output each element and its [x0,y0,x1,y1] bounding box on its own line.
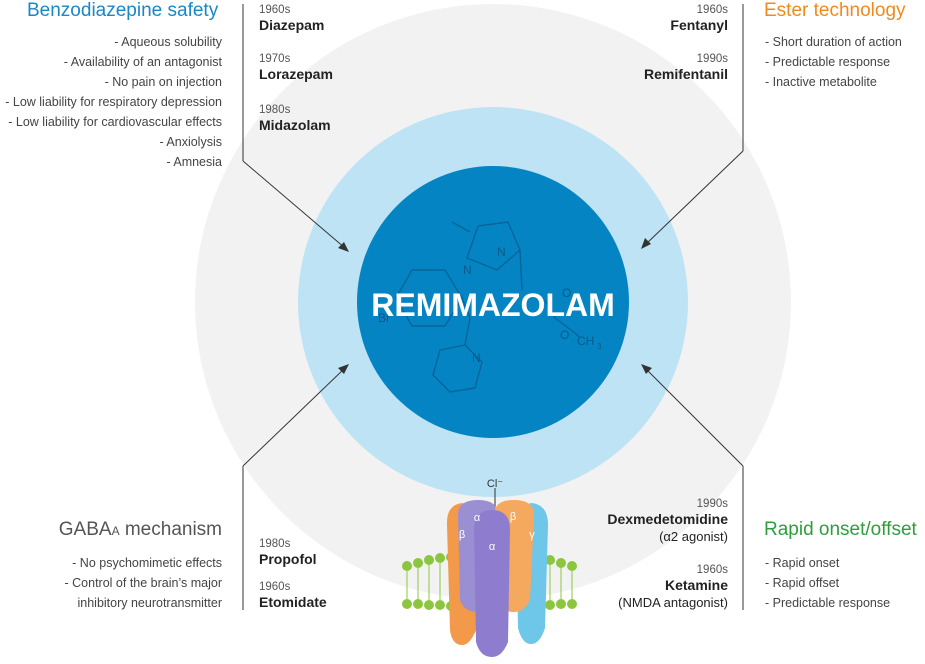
chloride-ion-label: Cl⁻ [487,478,503,490]
benzo-drug-lorazepam: 1970s Lorazepam [259,52,333,83]
gaba-title-subscript: A [111,524,120,538]
list-item: - Rapid offset [765,576,840,590]
drug-era: 1960s [696,4,728,16]
gaba-title-main: GABA [58,519,112,540]
connector-lines [242,4,744,610]
drug-era: 1980s [259,538,291,550]
gabaa-receptor [446,488,548,657]
drug-name: Etomidate [259,594,327,610]
drug-name: Midazolam [259,117,331,133]
drug-era: 1990s [696,498,728,510]
subunit-alpha-1: α [474,512,481,524]
list-item: - Short duration of action [765,35,902,49]
molecule-atom-3: 3 [597,342,602,351]
list-item: - Rapid onset [765,556,840,570]
molecule-atom-o2: O [560,328,569,342]
molecule-atom-n2: N [463,263,472,277]
list-item: - Predictable response [765,55,891,69]
list-item: inhibitory neurotransmitter [77,596,222,610]
ester-feature-list: - Short duration of action - Predictable… [765,32,902,92]
molecule-atom-br: Br [378,311,390,325]
gaba-drug-propofol: 1980s Propofol [259,537,317,568]
drug-era: 1960s [259,581,291,593]
benzo-feature-list: - Aqueous solubility - Availability of a… [5,32,222,172]
drug-name: Fentanyl [670,17,728,33]
drug-era: 1960s [696,564,728,576]
drug-name: Lorazepam [259,66,333,82]
gaba-feature-list: - No psychomimetic effects - Control of … [65,553,222,613]
drug-name: Remifentanil [643,66,728,82]
center-label: REMIMAZOLAM [371,287,615,323]
subunit-gamma: γ [529,529,535,541]
ester-drug-fentanyl: 1960s Fentanyl [670,3,728,34]
drug-name: Propofol [259,551,317,567]
ester-drug-remifentanil: 1990s Remifentanil [644,52,728,83]
list-item: - No psychomimetic effects [72,556,222,570]
ester-title: Ester technology [764,0,906,21]
list-item: - Low liability for respiratory depressi… [5,95,222,109]
list-item: - Low liability for cardiovascular effec… [8,115,222,129]
list-item: - Inactive metabolite [765,75,877,89]
drug-name: Diazepam [259,17,325,33]
list-item: - No pain on injection [104,75,222,89]
benzo-title: Benzodiazepine safety [27,0,219,21]
subunit-alpha-2: α [489,541,496,553]
drug-name: Ketamine [664,577,728,593]
rapid-feature-list: - Rapid onset - Rapid offset - Predictab… [765,553,890,613]
molecule-atom-o1: O [562,286,571,300]
rapid-drug-dexmedetomidine: 1990s Dexmedetomidine (α2 agonist) [607,497,728,545]
drug-note: (NMDA antagonist) [618,595,728,610]
benzo-drug-midazolam: 1980s Midazolam [259,103,331,134]
drug-era: 1970s [259,53,291,65]
list-item: - Control of the brain’s major [64,576,222,590]
drug-note: (α2 agonist) [659,529,728,544]
molecule-structure [395,221,581,393]
connector-arrowheads [338,238,652,374]
drug-era: 1960s [259,4,291,16]
core-circle [357,166,629,438]
list-item: - Anxiolysis [159,135,222,149]
benzo-drug-diazepam: 1960s Diazepam [259,3,324,34]
subunit-beta-2: β [510,511,516,523]
gaba-drug-etomidate: 1960s Etomidate [259,580,327,611]
gaba-title: GABAA mechanism [59,519,222,542]
drug-era: 1980s [259,104,291,116]
drug-era: 1990s [696,53,728,65]
rapid-title: Rapid onset/offset [764,519,917,540]
list-item: - Aqueous solubility [114,35,222,49]
list-item: - Availability of an antagonist [63,55,222,69]
molecule-atom-n3: N [472,351,481,365]
molecule-atom-ch: CH [577,334,594,348]
list-item: - Amnesia [166,155,222,169]
rapid-drug-ketamine: 1960s Ketamine (NMDA antagonist) [618,563,728,611]
list-item: - Predictable response [765,596,891,610]
subunit-beta-1: β [459,529,465,541]
gaba-title-rest: mechanism [119,519,222,540]
molecule-atom-n1: N [497,245,506,259]
drug-name: Dexmedetomidine [607,511,728,527]
